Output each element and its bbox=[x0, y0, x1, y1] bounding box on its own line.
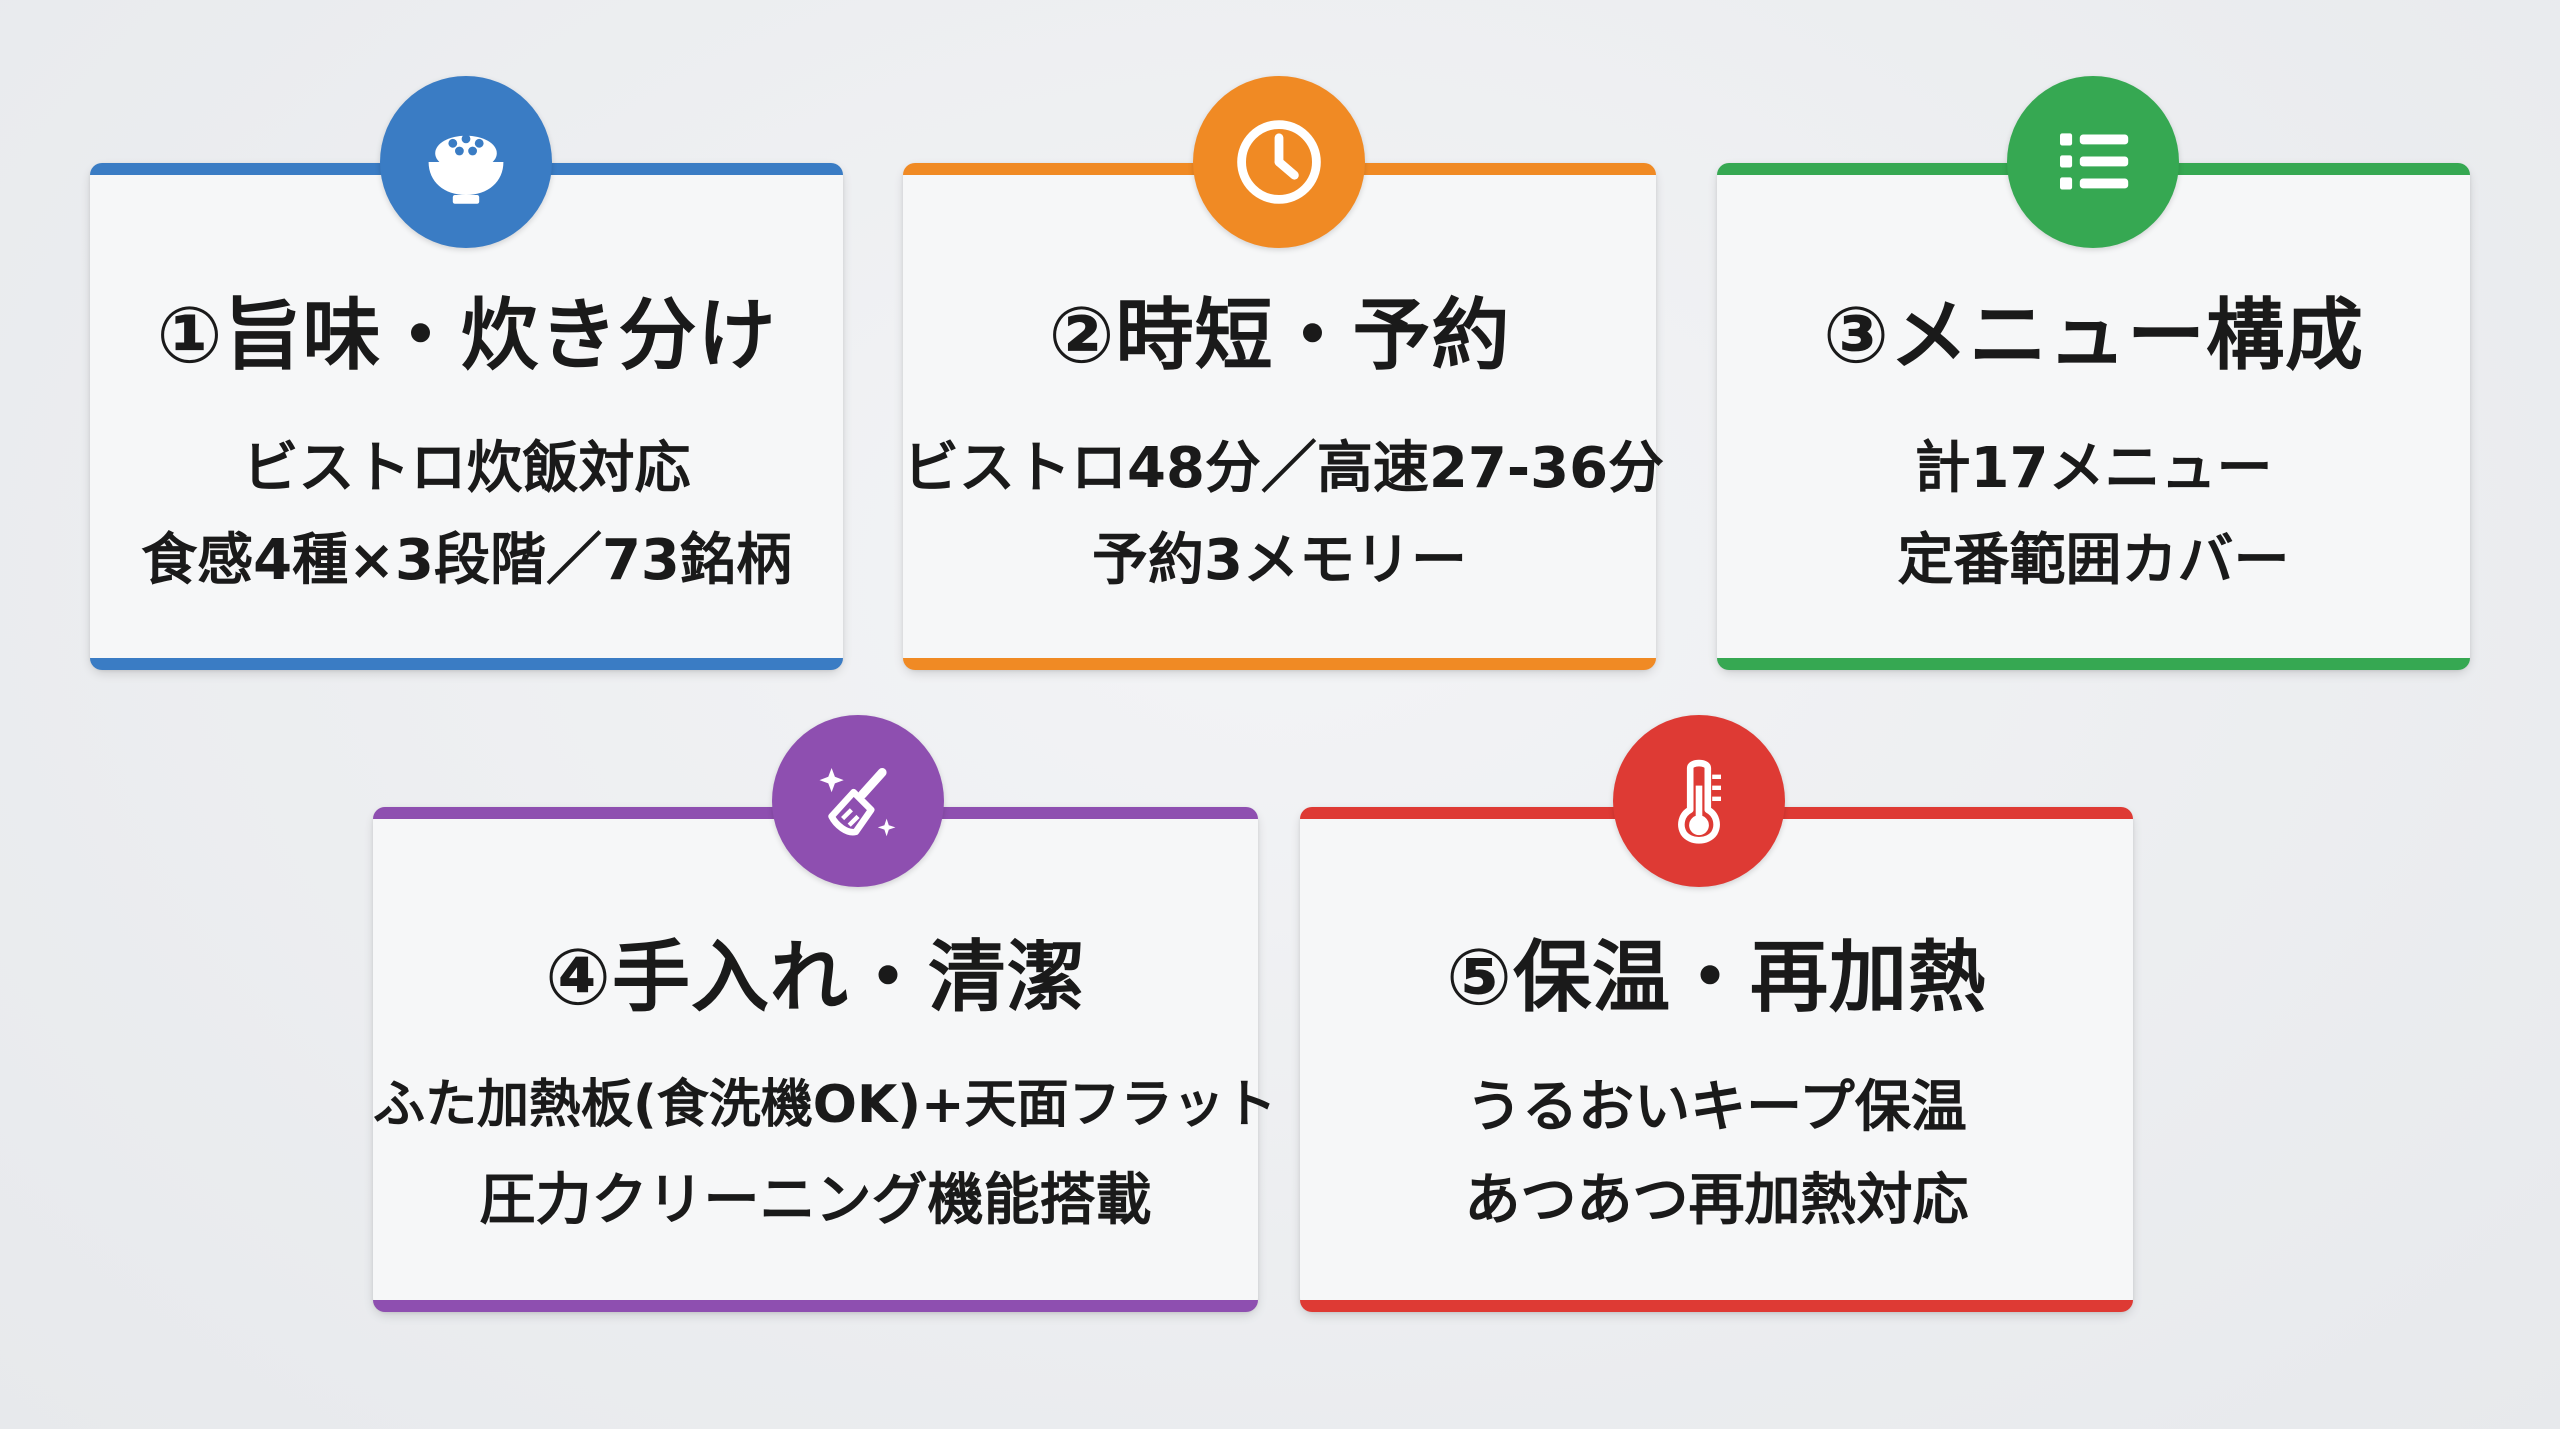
card-title: ②時短・予約 bbox=[1048, 291, 1511, 381]
card-bottom-bar bbox=[90, 658, 843, 670]
card-title: ⑤保温・再加熱 bbox=[1445, 933, 1988, 1023]
card-detail-line-1: ふた加熱板(食洗機OK)+天面フラット bbox=[373, 1075, 1277, 1135]
card-detail-line-1: ビストロ炊飯対応 bbox=[242, 436, 691, 501]
card-detail-line-2: 定番範囲カバー bbox=[1897, 528, 2290, 593]
card-detail-line-2: 予約3メモリー bbox=[1092, 528, 1467, 593]
card-detail-line-1: うるおいキープ保温 bbox=[1466, 1075, 1967, 1140]
card-title: ③メニュー構成 bbox=[1822, 291, 2365, 381]
card-bottom-bar bbox=[1300, 1300, 2133, 1312]
card-bottom-bar bbox=[1717, 658, 2470, 670]
card-bottom-bar bbox=[373, 1300, 1258, 1312]
feature-card-keep-warm: ⑤保温・再加熱 うるおいキープ保温 あつあつ再加熱対応 bbox=[1300, 807, 2133, 1312]
card-title: ①旨味・炊き分け bbox=[156, 291, 777, 381]
card-detail-line-2: 圧力クリーニング機能搭載 bbox=[479, 1168, 1152, 1233]
list-icon bbox=[2007, 76, 2179, 248]
rice-bowl-icon bbox=[380, 76, 552, 248]
card-title: ④手入れ・清潔 bbox=[544, 933, 1087, 1023]
card-detail-line-2: 食感4種×3段階／73銘柄 bbox=[141, 528, 792, 593]
card-detail-line-2: あつあつ再加熱対応 bbox=[1464, 1168, 1969, 1233]
card-detail-line-1: 計17メニュー bbox=[1914, 436, 2273, 501]
clock-icon bbox=[1193, 76, 1365, 248]
thermometer-icon bbox=[1613, 715, 1785, 887]
card-detail-line-1: ビストロ48分／高速27-36分 bbox=[903, 436, 1665, 501]
feature-card-cleaning: ④手入れ・清潔 ふた加熱板(食洗機OK)+天面フラット 圧力クリーニング機能搭載 bbox=[373, 807, 1277, 1312]
cleaning-brush-icon bbox=[772, 715, 944, 887]
card-bottom-bar bbox=[903, 658, 1656, 670]
